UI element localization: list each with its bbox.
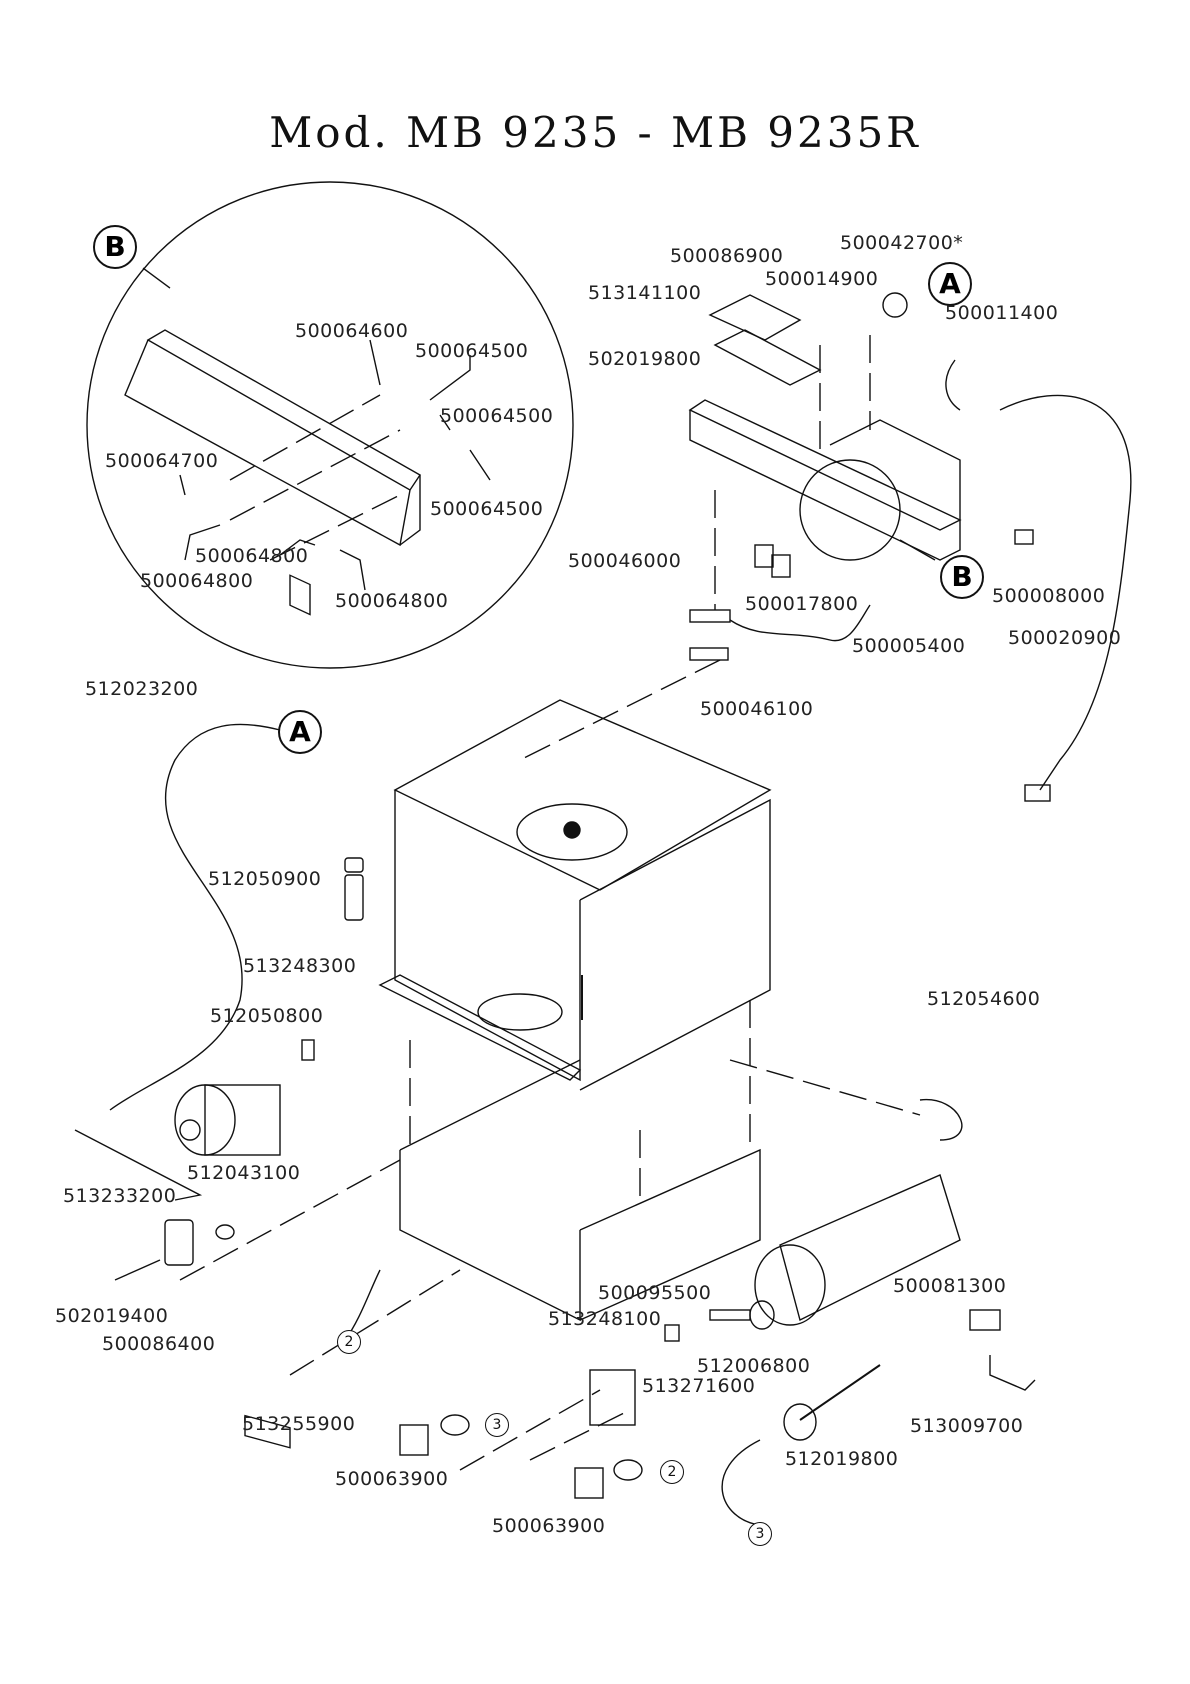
power-cord [999,394,1132,791]
part-label: 500081300 [893,1275,1007,1297]
pressure-switch [882,292,908,318]
base-frame [399,1150,581,1322]
hose [109,723,281,1111]
part-label: 500011400 [945,302,1059,324]
switch-1 [754,544,774,568]
probe-wire-3 [721,1439,761,1526]
part-label: 500064600 [295,320,409,342]
part-label: 512050900 [208,868,322,890]
door-switch [689,609,731,623]
cabinet-top [393,699,772,891]
heating-element-rod [799,1364,881,1421]
connector-3-thermostat: 3 [485,1413,509,1437]
part-label: 500046100 [700,698,814,720]
heater-element-512054600 [919,1099,963,1141]
pump-outlet [164,1219,194,1266]
power-plug [1024,784,1051,802]
wash-arm [516,803,628,861]
door-magnet [689,647,729,661]
sump [477,993,563,1031]
callout-a-hose: A [278,710,322,754]
part-label: 513233200 [63,1185,177,1207]
bracket-513271600 [709,1309,751,1321]
part-label: 500064800 [140,570,254,592]
part-label: 512043100 [187,1162,301,1184]
part-label: 513255900 [242,1413,356,1435]
detail-b-circle [86,181,574,669]
control-box-rim [688,399,962,531]
part-label: 500086900 [670,245,784,267]
thermostat-1 [399,1424,429,1456]
part-label: 500086400 [102,1333,216,1355]
gasket-512006800 [749,1300,775,1330]
part-label: 500064700 [105,450,219,472]
part-label: 513248100 [548,1308,662,1330]
part-label: 512050800 [210,1005,324,1027]
part-label: 513271600 [642,1375,756,1397]
solenoid-valve [969,1309,1001,1331]
connector-3-element: 3 [748,1522,772,1546]
terminal-block [1014,529,1034,545]
motor-bracket [301,1039,315,1061]
o-ring [215,1224,235,1240]
capacitor [344,874,364,921]
connector-2-thermostat: 2 [660,1460,684,1484]
part-label: 500008000 [992,585,1106,607]
part-label: 500042700* [840,232,964,254]
bracket-513255900 [244,1414,291,1449]
part-label: 513248300 [243,955,357,977]
part-label: 500014900 [765,268,879,290]
wire-harness [945,359,961,411]
capillary-coil-2 [613,1459,643,1481]
callout-b-control-box: B [940,555,984,599]
part-label: 502019400 [55,1305,169,1327]
thermostat-500095500 [664,1324,680,1342]
heating-element-flange [783,1403,817,1441]
part-label: 513009700 [910,1415,1024,1437]
part-label: 500095500 [598,1282,712,1304]
part-label: 500064500 [415,340,529,362]
part-label: 500063900 [335,1468,449,1490]
part-label: 500046000 [568,550,682,572]
thermostat-2 [574,1467,604,1499]
pump-motor [204,1084,281,1156]
basket-rail [378,974,582,1081]
part-label: 500017800 [745,593,859,615]
switch-2 [771,554,791,578]
part-label: 500064800 [195,545,309,567]
detail-b-panel-front [124,339,411,547]
boiler-flange [754,1244,826,1326]
switch-cable [729,604,871,642]
capillary-coil-1 [440,1414,470,1436]
callout-b-detail: B [93,225,137,269]
part-label: 500064800 [335,590,449,612]
connector-2-probe: 2 [337,1330,361,1354]
part-label: 500020900 [1008,627,1122,649]
valve-bracket [989,1355,1036,1391]
part-label: 500005400 [852,635,966,657]
detail-b-slot-1 [289,574,311,616]
part-label: 502019800 [588,348,702,370]
detail-b-zoom-circle [799,459,901,561]
callout-a-pressure-switch: A [928,262,972,306]
page-title: Mod. MB 9235 - MB 9235R [269,108,921,157]
part-label: 500064500 [430,498,544,520]
part-label: 512006800 [697,1355,811,1377]
pcb-board [708,294,802,341]
detail-b-leader [142,267,171,289]
part-label: 512054600 [927,988,1041,1010]
capacitor-cap [344,857,364,873]
part-label: 513141100 [588,282,702,304]
boiler-tank [779,1174,961,1322]
part-label: 512023200 [85,678,199,700]
part-label: 512019800 [785,1448,899,1470]
part-label: 500064500 [440,405,554,427]
thermostat-bracket [589,1369,636,1426]
part-label: 500063900 [492,1515,606,1537]
